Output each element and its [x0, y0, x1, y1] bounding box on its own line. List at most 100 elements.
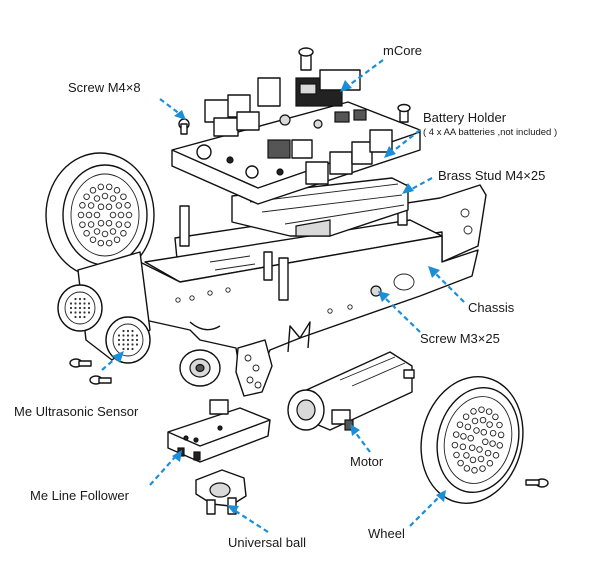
sensor-mesh-dot — [69, 311, 73, 314]
label-screw-m4x8: Screw M4×8 — [68, 80, 141, 95]
callout-arrows — [101, 59, 465, 533]
wheel-hole — [105, 219, 113, 227]
wheel-hole — [479, 416, 487, 424]
wheel-hole — [496, 421, 503, 429]
wheel-hole — [457, 459, 464, 467]
wheel-hole — [124, 202, 131, 209]
label-mcore: mCore — [383, 43, 422, 58]
sensor-mesh-dot — [83, 306, 86, 310]
label-universal-ball: Universal ball — [228, 535, 306, 550]
label-screw-m3x25: Screw M3×25 — [420, 331, 500, 346]
wheel-hole — [83, 230, 90, 237]
wheel-hole — [473, 427, 480, 434]
wheel-hole — [115, 202, 123, 209]
sensor-mesh-dot — [69, 306, 73, 310]
sensor-mesh-dot — [122, 334, 125, 337]
wheel-hole — [93, 228, 101, 235]
sensor-mesh-dot — [131, 329, 134, 333]
right-wheel — [420, 376, 524, 504]
wheel-hole — [463, 465, 471, 472]
label-line-follower: Me Line Follower — [30, 488, 130, 503]
wheel-hole — [89, 236, 97, 243]
wheel-screw — [525, 478, 549, 488]
wheel-hole — [105, 183, 113, 191]
wheel-hole — [482, 438, 489, 446]
wheel-hole — [451, 441, 459, 449]
line-follower — [167, 399, 271, 463]
sensor-mesh-dot — [126, 347, 130, 351]
wheel-hole — [480, 429, 488, 436]
label-motor: Motor — [350, 454, 384, 469]
wheel-hole — [485, 408, 493, 415]
wheel-hole — [79, 221, 86, 228]
universal-ball — [195, 469, 247, 515]
label-battery-holder-note: ( 4 x AA batteries ,not included ) — [423, 127, 557, 138]
wheel-hole — [109, 195, 117, 202]
sensor-mesh-dot — [69, 302, 73, 305]
wheel-hole — [469, 456, 477, 464]
wheel-hole — [83, 193, 90, 200]
sensor-mesh-dot — [87, 306, 91, 310]
sensor-mesh-dot — [131, 334, 134, 337]
wheel-hole — [115, 221, 123, 228]
wheel-hole — [484, 449, 492, 457]
wheel-hole — [452, 431, 460, 438]
wheel-hole — [456, 421, 464, 428]
sensor-screws — [69, 358, 112, 385]
wheel-hole — [479, 465, 486, 472]
wheel-hole — [471, 467, 478, 474]
sensor-mesh-dot — [122, 338, 125, 342]
sensor-mesh-dot — [74, 315, 77, 319]
label-battery-holder: Battery Holder — [423, 110, 507, 125]
wheel-hole — [101, 230, 109, 238]
wheel-hole — [124, 221, 131, 228]
wheel-hole — [89, 187, 97, 194]
sensor-mesh-dot — [74, 311, 77, 314]
wheel-hole — [464, 423, 472, 431]
sensor-mesh-dot — [83, 297, 86, 301]
sensor-mesh-dot — [122, 329, 125, 333]
wheel-hole — [467, 434, 474, 442]
wheel-hole — [125, 211, 133, 219]
wheel-hole — [478, 406, 485, 413]
wheel-hole — [87, 221, 95, 228]
wheel-hole — [87, 202, 95, 209]
sensor-mesh-dot — [117, 334, 121, 337]
wheel-hole — [79, 202, 86, 209]
sensor-mesh-dot — [83, 302, 86, 305]
left-wheel — [45, 152, 155, 278]
wheel-hole — [113, 187, 121, 194]
wheel-hole — [468, 444, 476, 451]
sensor-mesh-dot — [131, 347, 134, 351]
label-ultrasonic-sensor: Me Ultrasonic Sensor — [14, 404, 139, 419]
sensor-mesh-dot — [126, 329, 130, 333]
wheel-hole — [453, 451, 460, 459]
wheel-hole — [492, 413, 499, 421]
wheel-hole — [120, 230, 127, 237]
sensor-mesh-dot — [74, 302, 77, 305]
wheel-hole — [477, 455, 485, 463]
sensor-mesh-dot — [126, 343, 130, 346]
wheel-hole — [463, 452, 470, 459]
sensor-mesh-dot — [135, 334, 139, 337]
ultrasonic-sensor — [57, 251, 151, 364]
wheel-hole — [496, 442, 504, 449]
mcore-board — [171, 69, 421, 205]
sensor-mesh-dot — [126, 334, 130, 337]
wheel-hole — [93, 195, 101, 202]
sensor-mesh-dot — [74, 306, 77, 310]
wheel-hole — [120, 193, 127, 200]
sensor-mesh-dot — [78, 306, 82, 310]
wheel-hole — [497, 431, 505, 439]
wheel-hole — [462, 413, 470, 420]
wheel-hole — [105, 239, 113, 247]
wheel-hole — [460, 433, 467, 440]
sensor-mesh-dot — [78, 311, 82, 314]
sensor-mesh-dot — [87, 302, 91, 305]
label-chassis: Chassis — [468, 300, 515, 315]
wheel-hole — [93, 211, 101, 219]
wheel-hole — [97, 203, 105, 211]
wheel-hole — [476, 446, 483, 453]
label-wheel: Wheel — [368, 526, 405, 541]
